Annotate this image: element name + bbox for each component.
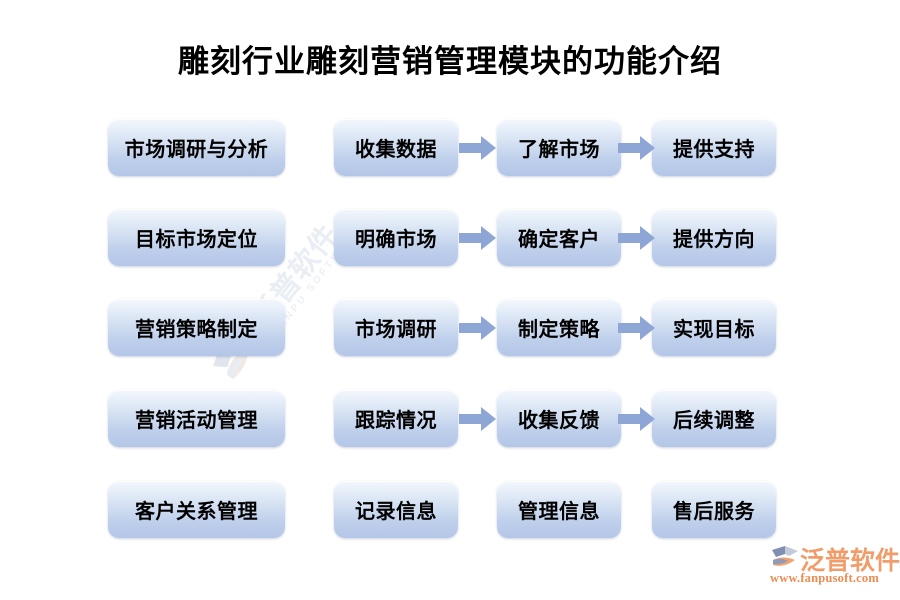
flow-step-node[interactable]: 了解市场 <box>497 119 621 176</box>
flow-step-node[interactable]: 明确市场 <box>334 209 458 266</box>
flow-step-node[interactable]: 市场调研 <box>334 299 458 356</box>
flow-step-node[interactable]: 收集数据 <box>334 119 458 176</box>
flow-category-node[interactable]: 营销活动管理 <box>108 390 285 447</box>
flow-step-node[interactable]: 售后服务 <box>652 481 776 538</box>
flow-arrow-right-icon <box>458 225 497 251</box>
flow-category-node[interactable]: 市场调研与分析 <box>108 119 285 176</box>
fanpu-logo-icon <box>772 546 798 566</box>
flow-step-node[interactable]: 实现目标 <box>652 299 776 356</box>
flow-step-node[interactable]: 管理信息 <box>497 481 621 538</box>
flow-step-node[interactable]: 确定客户 <box>497 209 621 266</box>
brand-logo: 泛普软件 www.fanpusoft.com <box>770 543 900 591</box>
flow-arrow-right-icon <box>458 315 497 341</box>
flow-step-node[interactable]: 提供支持 <box>652 119 776 176</box>
flow-arrow-right-icon <box>458 135 497 161</box>
flow-step-node[interactable]: 后续调整 <box>652 390 776 447</box>
flow-step-node[interactable]: 制定策略 <box>497 299 621 356</box>
flow-step-node[interactable]: 跟踪情况 <box>334 390 458 447</box>
flow-arrow-right-icon <box>617 315 656 341</box>
flow-arrow-right-icon <box>617 225 656 251</box>
flow-category-node[interactable]: 营销策略制定 <box>108 299 285 356</box>
brand-name: 泛普软件 <box>800 547 900 575</box>
flow-category-node[interactable]: 目标市场定位 <box>108 209 285 266</box>
flow-step-node[interactable]: 收集反馈 <box>497 390 621 447</box>
page-title: 雕刻行业雕刻营销管理模块的功能介绍 <box>178 44 722 79</box>
brand-url: www.fanpusoft.com <box>770 571 879 585</box>
flow-step-node[interactable]: 提供方向 <box>652 209 776 266</box>
flow-arrow-right-icon <box>617 406 656 432</box>
flow-arrow-right-icon <box>458 406 497 432</box>
flow-arrow-right-icon <box>617 135 656 161</box>
flow-step-node[interactable]: 记录信息 <box>334 481 458 538</box>
flow-category-node[interactable]: 客户关系管理 <box>108 481 285 538</box>
